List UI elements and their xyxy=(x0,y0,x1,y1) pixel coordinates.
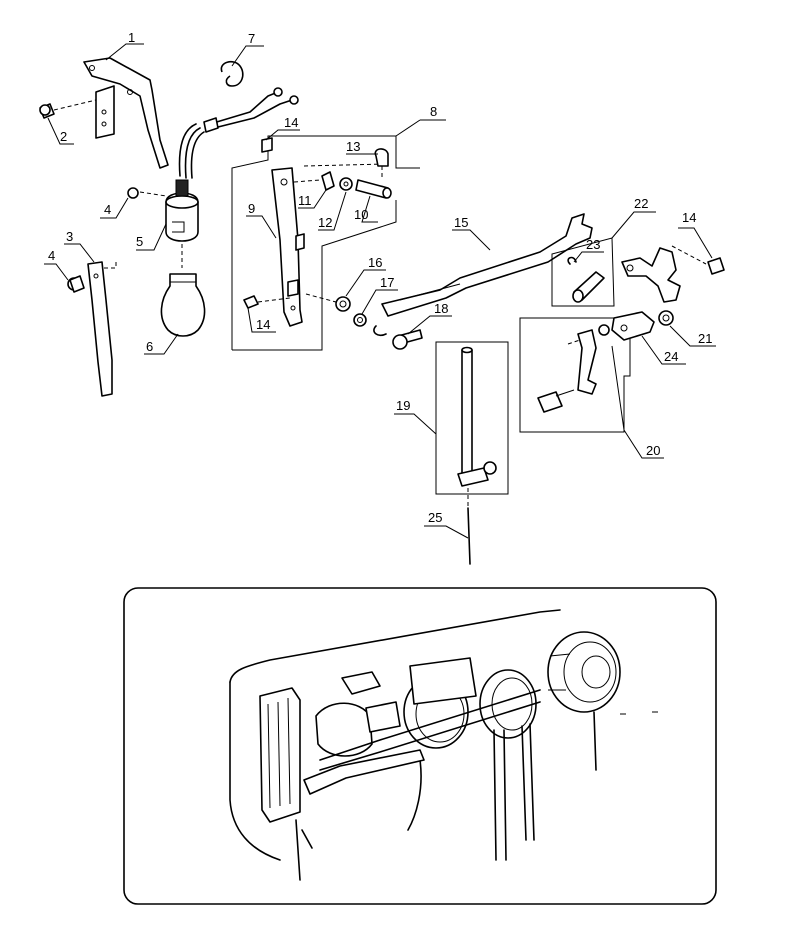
part-2-screw xyxy=(39,103,55,119)
callout-14-right: 14 xyxy=(678,210,713,259)
callout-label-13: 13 xyxy=(346,139,360,154)
callout-6: 6 xyxy=(144,333,179,355)
callout-4-lower: 4 xyxy=(44,248,69,281)
callout-7: 7 xyxy=(231,31,264,67)
callout-18: 18 xyxy=(407,301,452,335)
part-14-screw-top xyxy=(261,137,273,153)
callout-20: 20 xyxy=(611,345,664,459)
part-23-pin xyxy=(567,256,605,303)
group-19-box xyxy=(435,341,509,495)
callout-label-17: 17 xyxy=(380,275,394,290)
part-3-lever xyxy=(87,260,117,397)
callout-label-1: 1 xyxy=(128,30,135,45)
callout-label-20: 20 xyxy=(646,443,660,458)
callout-13: 13 xyxy=(346,139,378,155)
callout-12: 12 xyxy=(318,191,347,231)
callout-label-11: 11 xyxy=(298,193,312,208)
callout-1: 1 xyxy=(105,30,144,61)
callout-label-14-right: 14 xyxy=(682,210,696,225)
hook-spring xyxy=(373,325,387,337)
callout-23: 23 xyxy=(573,237,604,263)
part-1-bracket xyxy=(53,57,169,169)
callout-label-15: 15 xyxy=(454,215,468,230)
part-crank-assembly xyxy=(621,247,681,303)
callout-label-2: 2 xyxy=(60,129,67,144)
callout-label-4-upper: 4 xyxy=(104,202,111,217)
callout-label-8: 8 xyxy=(430,104,437,119)
callout-16: 16 xyxy=(345,255,386,297)
callout-10: 10 xyxy=(354,195,378,223)
callout-11: 11 xyxy=(298,189,327,209)
callout-label-4-lower: 4 xyxy=(48,248,55,263)
wiring-harness xyxy=(178,87,299,179)
callout-label-21: 21 xyxy=(698,331,712,346)
callout-label-24: 24 xyxy=(664,349,678,364)
callout-label-9: 9 xyxy=(248,201,255,216)
callout-label-16: 16 xyxy=(368,255,382,270)
callout-label-18: 18 xyxy=(434,301,448,316)
part-13-clip xyxy=(374,148,389,180)
part-18-screw xyxy=(392,329,423,350)
callout-5: 5 xyxy=(136,223,167,251)
part-19-needle-bar xyxy=(457,346,497,487)
callout-label-10: 10 xyxy=(354,207,368,222)
part-24-link xyxy=(611,311,655,341)
callout-label-22: 22 xyxy=(634,196,648,211)
callout-label-6: 6 xyxy=(146,339,153,354)
callout-label-14-bottom: 14 xyxy=(256,317,270,332)
callout-19: 19 xyxy=(394,398,437,435)
part-6-bulb xyxy=(160,273,206,337)
part-10-pin xyxy=(303,163,392,199)
part-4-screw-upper xyxy=(127,187,167,199)
part-12-washer xyxy=(339,177,353,191)
callout-8: 8 xyxy=(395,104,446,137)
part-9-needle-bar-frame xyxy=(271,167,305,327)
callout-14-top: 14 xyxy=(265,115,300,141)
callout-15: 15 xyxy=(452,215,491,251)
part-7-clip xyxy=(220,60,244,87)
part-5-lamp-socket xyxy=(165,179,199,242)
part-25-needle xyxy=(467,488,471,565)
callout-label-3: 3 xyxy=(66,229,73,244)
callout-2: 2 xyxy=(47,117,74,145)
part-14-screw-bottom xyxy=(243,295,291,309)
callout-label-19: 19 xyxy=(396,398,410,413)
callout-label-23: 23 xyxy=(586,237,600,252)
callout-14-bottom: 14 xyxy=(247,307,276,333)
overview-inset xyxy=(123,587,717,905)
callout-22: 22 xyxy=(611,196,656,239)
callout-4-upper: 4 xyxy=(100,197,129,219)
part-20-arm xyxy=(567,329,597,395)
callout-21: 21 xyxy=(669,325,716,347)
callout-label-5: 5 xyxy=(136,234,143,249)
part-20-washer xyxy=(598,324,610,336)
part-14-screw-right xyxy=(671,245,725,275)
callout-24: 24 xyxy=(641,335,686,365)
callout-17: 17 xyxy=(361,275,398,315)
part-11-washer xyxy=(293,171,335,191)
callout-label-7: 7 xyxy=(248,31,255,46)
callout-3: 3 xyxy=(64,229,95,263)
callout-25: 25 xyxy=(424,510,469,539)
callout-label-25: 25 xyxy=(428,510,442,525)
part-16-collar xyxy=(305,293,351,312)
callout-label-12: 12 xyxy=(318,215,332,230)
callout-9: 9 xyxy=(246,201,277,239)
part-21-collar xyxy=(658,310,674,326)
group-8-box xyxy=(231,135,420,351)
part-17-collar xyxy=(353,313,367,327)
part-4-screw-lower xyxy=(67,275,85,293)
part-15-rod xyxy=(381,213,593,317)
group-20-box xyxy=(519,317,631,433)
part-20-screw xyxy=(537,389,575,413)
callout-label-14-top: 14 xyxy=(284,115,298,130)
